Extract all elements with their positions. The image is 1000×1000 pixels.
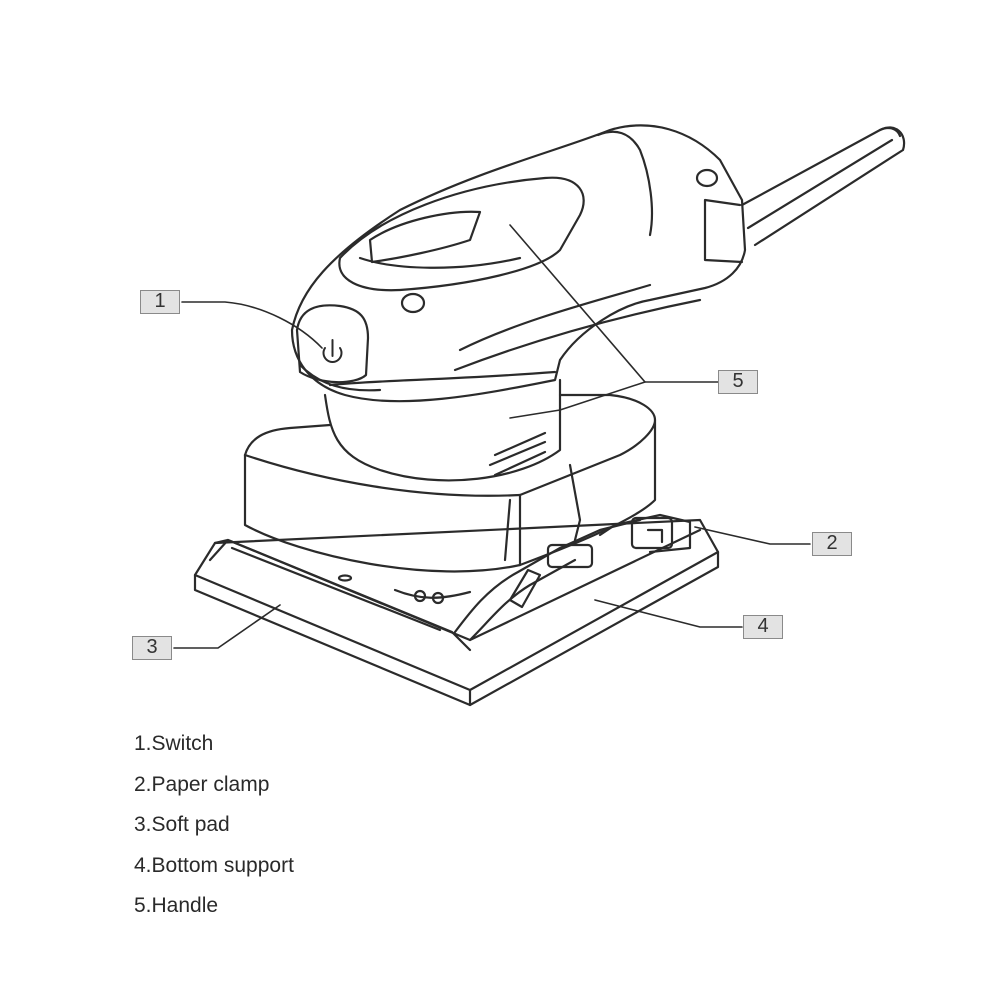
- switch: [295, 304, 370, 384]
- legend-item-bottom-support: 4.Bottom support: [134, 853, 294, 877]
- motor-housing: [243, 378, 657, 573]
- leader-line-5b: [509, 381, 646, 419]
- sander-illustration: [173, 124, 906, 707]
- legend-item-switch: 1.Switch: [134, 732, 214, 755]
- legend-item-paper-clamp: 2.Paper clamp: [134, 772, 270, 796]
- paper-clamp: [393, 513, 692, 642]
- callout-3-soft-pad: 3: [132, 636, 172, 660]
- soft-pad: [208, 538, 472, 652]
- power-cord: [740, 126, 906, 247]
- callout-2-paper-clamp: 2: [812, 532, 852, 556]
- leader-line-4: [594, 599, 743, 628]
- leader-line-2: [694, 526, 811, 545]
- parts-legend: 1.Switch 2.Paper clamp 3.Soft pad 4.Bott…: [134, 724, 294, 927]
- power-icon: [322, 339, 343, 363]
- leader-line-3: [173, 604, 281, 649]
- legend-item-soft-pad: 3.Soft pad: [134, 813, 230, 836]
- handle: [290, 124, 747, 403]
- callout-4-bottom-support: 4: [743, 615, 783, 639]
- leader-line-1: [181, 301, 323, 349]
- callout-1-switch: 1: [140, 290, 180, 314]
- legend-item-handle: 5.Handle: [134, 894, 219, 917]
- leader-lines: [173, 224, 811, 649]
- callout-5-handle: 5: [718, 370, 758, 394]
